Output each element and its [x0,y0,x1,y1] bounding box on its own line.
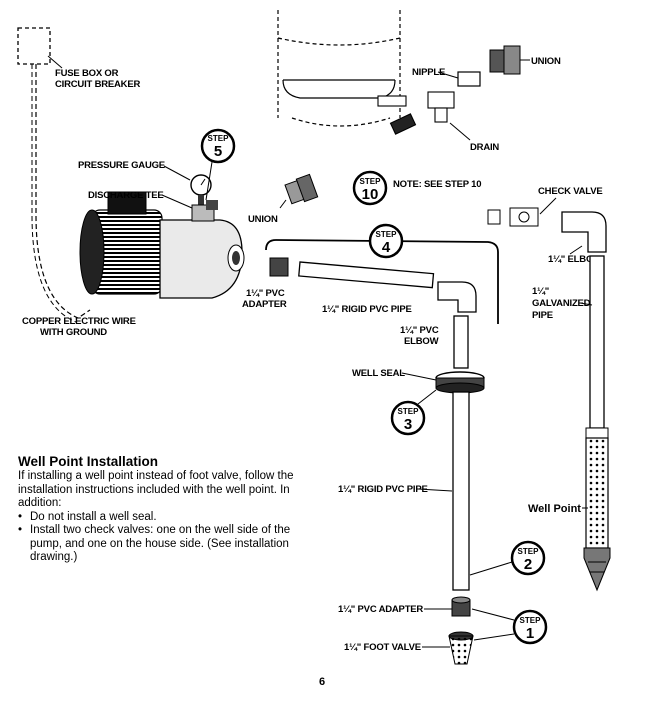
check-valve [487,207,539,227]
pvc-elbow [437,281,477,313]
svg-text:3: 3 [404,416,412,433]
pvc-adapter-top-label-2: ADAPTER [242,299,287,310]
well-seal [435,371,485,394]
well-pipe-long [452,391,470,591]
step-2-badge: STEP 2 [469,540,546,576]
pressure-tank [277,10,401,127]
fuse-box-label-1: FUSE BOX OR [55,68,119,79]
well-point-label: Well Point [528,503,581,515]
rigid-pipe-bottom-label: 1¼" RIGID PVC PIPE [338,484,428,495]
page-number: 6 [319,676,326,688]
nipple-fitting [457,71,481,87]
union-mid-label: UNION [248,214,278,225]
union-top-label: UNION [531,56,561,67]
well-point [583,427,611,592]
pvc-adapter-bottom-label: 1¼" PVC ADAPTER [338,604,423,615]
pvc-elbow-label-1: 1¼" PVC [400,325,439,336]
svg-text:STEP: STEP [520,616,542,625]
galvanized-label-2: GALVANIZED [532,298,591,309]
galvanized-label-1: 1¼" [532,286,549,297]
svg-text:4: 4 [382,239,391,256]
galvanized-label-3: PIPE [532,310,553,321]
svg-text:1: 1 [526,625,534,642]
pvc-adapter-bottom [451,596,471,617]
pvc-adapter-top-label-1: 1¼" PVC [246,288,285,299]
fuse-box-label-2: CIRCUIT BREAKER [55,79,140,90]
step-10-badge: STEP 10 [352,170,388,206]
svg-text:STEP: STEP [398,407,420,416]
svg-text:STEP: STEP [518,547,540,556]
step-1-badge: STEP 1 [471,608,548,645]
svg-text:STEP: STEP [360,177,382,186]
well-pipe-short [453,315,469,369]
well-point-installation-intro: If installing a well point instead of fo… [18,470,294,509]
pvc-elbow-label-2: ELBOW [404,336,439,347]
galvanized-pipe [589,255,605,429]
rigid-pipe-top-label: 1¼" RIGID PVC PIPE [322,304,412,315]
elbow-right-label: 1¼" ELBOW [548,254,602,265]
union-top-fitting [489,45,521,75]
well-point-installation: Well Point Installation If installing a … [18,454,318,565]
union-mid-fitting [284,173,319,205]
foot-valve [448,631,474,665]
nipple-label: NIPPLE [412,67,445,78]
copper-wire-label-1: COPPER ELECTRIC WIRE [22,316,136,327]
discharge-tee-label: DISCHARGE TEE [88,190,164,201]
svg-text:STEP: STEP [208,134,230,143]
pvc-adapter-top [269,257,289,277]
copper-wire-2 [31,64,77,323]
note-label: NOTE: SEE STEP 10 [393,179,481,190]
foot-valve-label: 1¼" FOOT VALVE [344,642,421,653]
fuse-box [17,27,63,69]
copper-wire [35,64,91,319]
check-valve-label: CHECK VALVE [538,186,602,197]
step-5-badge: STEP 5 [200,128,236,201]
svg-text:5: 5 [214,143,222,160]
svg-text:10: 10 [362,186,379,203]
step-4-bracket: STEP 4 [265,223,499,324]
drain-fitting [377,91,455,135]
svg-text:2: 2 [524,556,532,573]
drain-label: DRAIN [470,142,499,153]
list-item: Do not install a well seal. [18,511,318,525]
svg-text:STEP: STEP [376,230,398,239]
elbow-right [561,211,607,253]
copper-wire-label-2: WITH GROUND [40,327,107,338]
pump-motor [79,191,245,299]
rigid-pvc-pipe-top [298,261,435,289]
well-point-installation-title: Well Point Installation [18,454,159,469]
well-point-installation-list: Do not install a well seal. Install two … [18,511,318,565]
pressure-gauge-label: PRESSURE GAUGE [78,160,165,171]
step-3-badge: STEP 3 [390,389,437,436]
pressure-gauge [190,174,212,205]
discharge-tee [191,200,218,222]
well-seal-label: WELL SEAL [352,368,405,379]
list-item: Install two check valves: one on the wel… [18,524,318,565]
